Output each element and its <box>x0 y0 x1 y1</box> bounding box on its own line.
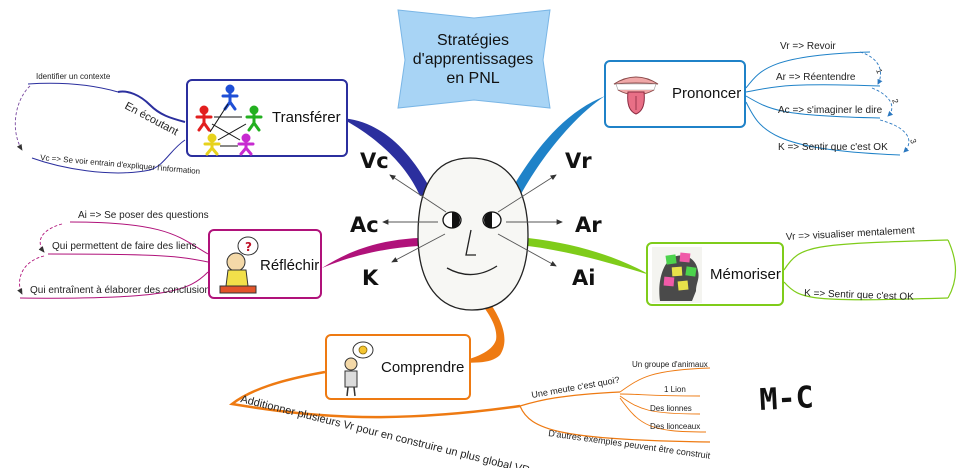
title-line-1: Stratégies <box>436 31 510 49</box>
prononcer-item-2: Ar => Réentendre <box>776 72 856 83</box>
svg-text:?: ? <box>245 240 252 254</box>
label-vr: Vr <box>565 149 592 173</box>
label-k: K <box>362 266 379 290</box>
reflechir-subtree: Ai => Se poser des questions Qui permett… <box>17 210 215 299</box>
node-comprendre[interactable]: Comprendre <box>325 334 471 400</box>
comprendre-answer-1: Un groupe d'animaux <box>632 360 708 369</box>
comprendre-other: D'autres exemples peuvent être construit <box>548 428 712 461</box>
branch-prononcer <box>510 96 605 196</box>
branch-memoriser <box>528 238 650 275</box>
reflechir-item-1: Ai => Se poser des questions <box>78 210 209 221</box>
prononcer-item-1: Vr => Revoir <box>780 41 836 52</box>
signature: M-C <box>759 380 815 418</box>
node-prononcer[interactable]: Prononcer <box>604 60 746 128</box>
node-memoriser-label: Mémoriser <box>710 266 781 283</box>
face-icon <box>417 157 529 311</box>
branch-reflechir <box>322 238 418 268</box>
memoriser-subtree: Vr => visualiser mentalement K => Sentir… <box>783 225 957 303</box>
branch-comprendre <box>455 300 505 363</box>
comprendre-question: Une meute c'est quoi? <box>531 375 621 400</box>
node-prononcer-label: Prononcer <box>672 85 742 102</box>
node-comprendre-label: Comprendre <box>381 359 465 376</box>
title-line-3: en PNL <box>446 69 500 87</box>
comprendre-answer-2: 1 Lion <box>664 385 686 394</box>
sticky-notes-head-icon <box>652 247 702 303</box>
idea-person-icon <box>344 341 374 397</box>
label-ar: Ar <box>575 213 602 237</box>
comprendre-answer-3: Des lionnes <box>650 404 692 413</box>
node-transferer-label: Transférer <box>272 109 341 126</box>
node-reflechir[interactable]: ? Réfléchir <box>208 229 322 299</box>
branch-transferer <box>340 118 432 196</box>
label-ai: Ai <box>572 266 595 290</box>
people-network-icon <box>195 84 263 156</box>
node-reflechir-label: Réfléchir <box>260 257 320 274</box>
transferer-item-1: Identifier un contexte <box>36 72 111 81</box>
reflechir-item-3: Qui entraînent à élaborer des conclusion… <box>30 285 215 296</box>
comprendre-subtree: Additionner plusieurs Vr pour en constru… <box>228 360 712 468</box>
title-line-2: d'apprentissages <box>412 50 534 68</box>
memoriser-item-2: K => Sentir que c'est OK <box>804 288 914 303</box>
prononcer-item-4: K => Sentir que c'est OK <box>778 142 888 153</box>
title-banner <box>397 9 551 109</box>
prononcer-item-3: Ac => s'imaginer le dire <box>778 105 883 116</box>
label-ac: Ac <box>350 213 379 237</box>
node-memoriser[interactable]: Mémoriser <box>646 242 784 306</box>
prononcer-step-2: 2 <box>890 98 900 106</box>
label-vc: Vc <box>360 149 389 173</box>
prononcer-subtree: Vr => Revoir Ar => Réentendre Ac => s'im… <box>745 41 918 156</box>
memoriser-item-1: Vr => visualiser mentalement <box>786 225 916 243</box>
thinking-person-icon: ? <box>219 236 259 294</box>
comprendre-main-text: Additionner plusieurs Vr pour en constru… <box>239 393 530 468</box>
prononcer-step-3: 3 <box>908 138 918 146</box>
node-transferer[interactable]: Transférer <box>186 79 348 157</box>
page-title: Stratégies d'apprentissages en PNL <box>398 10 548 108</box>
reflechir-item-2: Qui permettent de faire des liens <box>52 241 197 252</box>
transferer-subtree: En écoutant Identifier un contexte Vc =>… <box>14 72 200 176</box>
prononcer-step-1: 1 <box>874 68 884 76</box>
mouth-tongue-icon <box>613 76 659 115</box>
eye-direction-arrows <box>382 174 563 267</box>
comprendre-answer-4: Des lionceaux <box>650 422 700 431</box>
